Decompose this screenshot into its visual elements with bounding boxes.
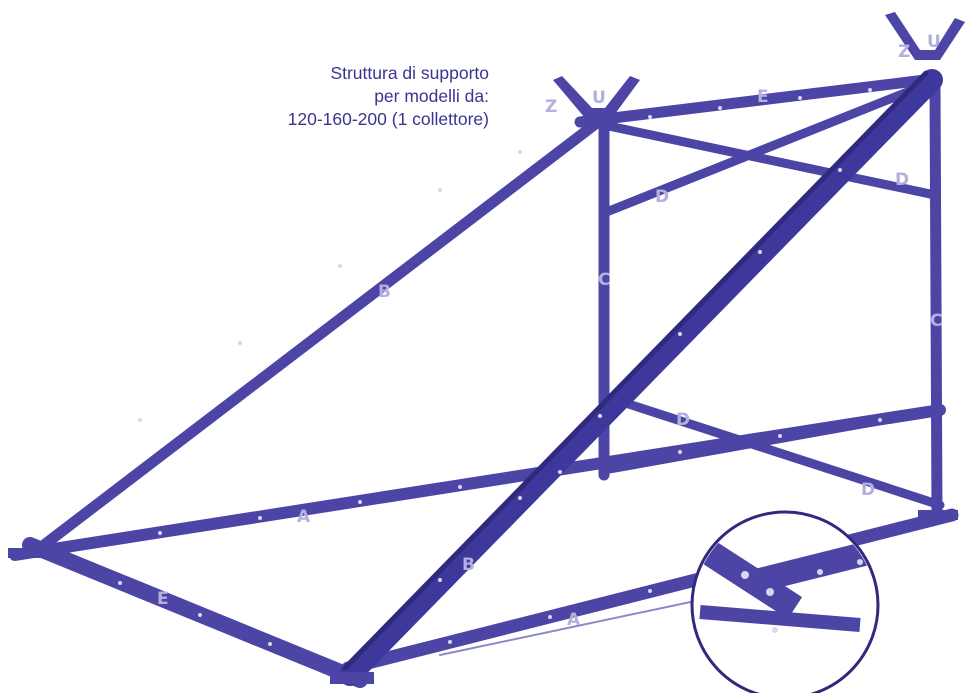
beam-b-left xyxy=(34,116,604,554)
joint-detail-inset xyxy=(690,510,880,693)
beam-e-bottom xyxy=(22,537,368,688)
caption-line-2: per modelli da: xyxy=(374,86,489,106)
label-u-right: U xyxy=(927,32,941,52)
foot-plate-right xyxy=(918,510,958,520)
label-b-diagonal: B xyxy=(378,282,391,302)
brace-d-lower-1 xyxy=(605,393,945,510)
label-z-right: Z xyxy=(898,42,910,62)
label-e-bottom: E xyxy=(157,589,169,609)
u-support-left xyxy=(553,76,640,118)
label-e-top: E xyxy=(757,87,769,107)
label-c-right: C xyxy=(930,311,942,331)
brace-d-upper-2 xyxy=(599,120,940,200)
foot-plate-front xyxy=(330,672,374,684)
caption-line-3: 120-160-200 (1 collettore) xyxy=(287,109,489,129)
post-c-right xyxy=(929,79,943,521)
label-a-front: A xyxy=(567,610,581,630)
caption: Struttura di supporto per modelli da: 12… xyxy=(288,62,489,131)
brace-d-lower-2 xyxy=(599,405,945,475)
label-d-lower-left: D xyxy=(676,410,690,430)
foot-plate-left xyxy=(8,548,52,558)
brace-d-upper-1 xyxy=(599,80,930,218)
beam-e-top xyxy=(574,74,931,128)
label-a-left: A xyxy=(297,507,311,527)
beam-b-front xyxy=(339,69,943,686)
label-d-upper-left: D xyxy=(655,187,669,207)
label-u-left: U xyxy=(592,88,606,108)
label-d-lower-right: D xyxy=(861,480,875,500)
tie-rod xyxy=(439,599,701,656)
label-c-left: C xyxy=(598,270,610,290)
u-support-right xyxy=(885,12,965,60)
label-z-left: Z xyxy=(545,97,557,117)
label-d-upper-right: D xyxy=(895,170,909,190)
beam-b-front-shade xyxy=(342,70,929,671)
caption-line-1: Struttura di supporto xyxy=(330,63,489,83)
label-b-front: B xyxy=(462,555,475,575)
